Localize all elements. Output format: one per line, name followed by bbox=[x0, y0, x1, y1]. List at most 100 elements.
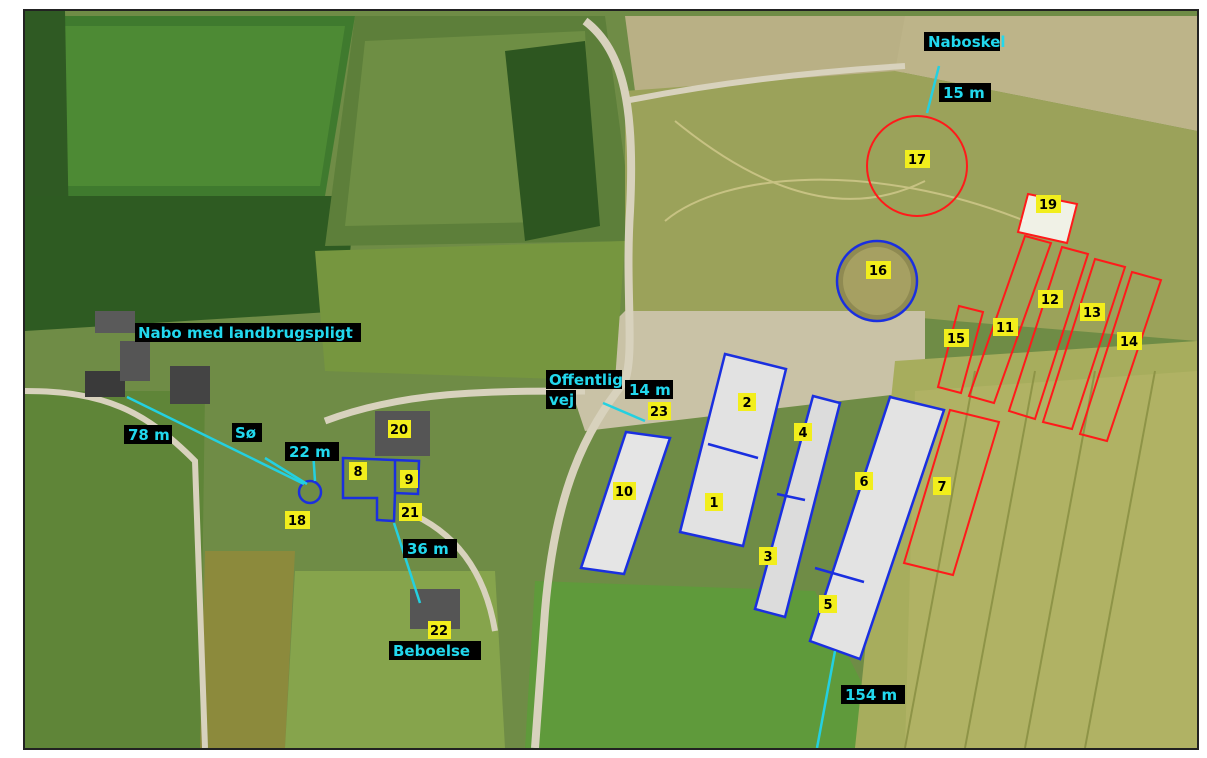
num-6-text: 6 bbox=[859, 475, 868, 490]
label-naboskel: Naboskel bbox=[924, 32, 1006, 51]
num-22-text: 22 bbox=[430, 624, 448, 639]
label-14m: 14 m bbox=[625, 380, 673, 399]
num-4: 4 bbox=[794, 423, 812, 441]
num-19: 19 bbox=[1036, 195, 1061, 213]
num-12-text: 12 bbox=[1041, 293, 1059, 308]
num-19-text: 19 bbox=[1039, 198, 1057, 213]
num-11: 11 bbox=[993, 318, 1018, 336]
label-22m: 22 m bbox=[285, 442, 339, 461]
planned-building-12[interactable] bbox=[1007, 245, 1090, 421]
num-15-text: 15 bbox=[947, 332, 965, 347]
num-6: 6 bbox=[855, 472, 873, 490]
existing-building-8-9[interactable] bbox=[341, 456, 421, 523]
existing-building-1-2-divider bbox=[707, 442, 759, 460]
label-36m-text: 36 m bbox=[407, 540, 449, 558]
num-20-text: 20 bbox=[390, 423, 408, 438]
label-so: Sø bbox=[232, 423, 262, 442]
label-so-text: Sø bbox=[235, 424, 256, 442]
planned-slurry-tank-17[interactable] bbox=[866, 115, 968, 217]
label-naboskel-text: Naboskel bbox=[928, 33, 1006, 51]
planned-building-13[interactable] bbox=[1041, 257, 1127, 431]
num-21: 21 bbox=[399, 503, 422, 521]
num-9-text: 9 bbox=[404, 473, 413, 488]
label-nabo: Nabo med landbrugspligt bbox=[135, 323, 361, 342]
num-13: 13 bbox=[1080, 303, 1105, 321]
num-15: 15 bbox=[944, 329, 969, 347]
line-154m bbox=[815, 650, 837, 748]
label-154m: 154 m bbox=[841, 685, 905, 704]
num-4-text: 4 bbox=[798, 426, 807, 441]
line-so-22m bbox=[264, 456, 308, 486]
num-3: 3 bbox=[759, 547, 777, 565]
label-offentlig: Offentlig bbox=[546, 370, 623, 389]
num-13-text: 13 bbox=[1083, 306, 1101, 321]
label-nabo-text: Nabo med landbrugspligt bbox=[138, 324, 353, 342]
existing-building-3-4-divider bbox=[776, 492, 806, 502]
annotation-labels: Naboskel 15 m Nabo med landbrugspligt 78… bbox=[124, 32, 1006, 704]
num-14: 14 bbox=[1117, 332, 1142, 350]
num-5: 5 bbox=[819, 595, 837, 613]
planned-building-7[interactable] bbox=[902, 408, 1001, 577]
num-10: 10 bbox=[613, 482, 636, 500]
num-9: 9 bbox=[400, 470, 418, 488]
planned-buildings bbox=[866, 115, 1163, 577]
building-number-labels: 1 2 3 4 5 6 7 8 9 10 11 12 13 14 15 16 1… bbox=[285, 150, 1142, 639]
num-8: 8 bbox=[349, 462, 367, 480]
num-16-text: 16 bbox=[869, 264, 887, 279]
num-18: 18 bbox=[285, 511, 310, 529]
num-22: 22 bbox=[428, 621, 451, 639]
num-17-text: 17 bbox=[908, 153, 926, 168]
label-36m: 36 m bbox=[403, 539, 457, 558]
label-vej: vej bbox=[546, 390, 576, 409]
num-23-text: 23 bbox=[650, 405, 668, 420]
label-78m: 78 m bbox=[124, 425, 172, 444]
label-22m-text: 22 m bbox=[289, 443, 331, 461]
num-14-text: 14 bbox=[1120, 335, 1138, 350]
num-2: 2 bbox=[738, 393, 756, 411]
num-11-text: 11 bbox=[996, 321, 1014, 336]
existing-building-5-6-divider bbox=[814, 566, 865, 584]
aerial-map[interactable]: Naboskel 15 m Nabo med landbrugspligt 78… bbox=[25, 11, 1197, 748]
num-7-text: 7 bbox=[937, 480, 946, 495]
num-18-text: 18 bbox=[288, 514, 306, 529]
map-frame: Naboskel 15 m Nabo med landbrugspligt 78… bbox=[23, 9, 1199, 750]
num-20: 20 bbox=[388, 420, 411, 438]
planned-building-14[interactable] bbox=[1078, 270, 1163, 443]
line-offentlig-vej bbox=[602, 401, 646, 423]
label-beboelse-text: Beboelse bbox=[393, 642, 470, 660]
num-1: 1 bbox=[705, 493, 723, 511]
label-offentlig-text: Offentlig bbox=[549, 371, 623, 389]
num-8-text: 8 bbox=[353, 465, 362, 480]
planned-building-15[interactable] bbox=[936, 304, 985, 395]
num-21-text: 21 bbox=[401, 506, 419, 521]
planned-building-11[interactable] bbox=[967, 234, 1053, 405]
existing-building-5-6[interactable] bbox=[808, 395, 946, 661]
label-15m-text: 15 m bbox=[943, 84, 985, 102]
existing-slurry-tank-16[interactable] bbox=[835, 239, 919, 323]
label-14m-text: 14 m bbox=[629, 381, 671, 399]
num-12: 12 bbox=[1038, 290, 1063, 308]
num-5-text: 5 bbox=[823, 598, 832, 613]
num-16: 16 bbox=[866, 261, 891, 279]
line-beboelse-36m bbox=[392, 522, 422, 604]
existing-building-10[interactable] bbox=[579, 430, 672, 576]
existing-building-3-4[interactable] bbox=[753, 394, 842, 619]
label-78m-text: 78 m bbox=[128, 426, 170, 444]
num-3-text: 3 bbox=[763, 550, 772, 565]
existing-pond-18[interactable] bbox=[297, 479, 323, 505]
existing-buildings bbox=[297, 239, 946, 661]
num-23: 23 bbox=[648, 402, 671, 420]
label-154m-text: 154 m bbox=[845, 686, 897, 704]
num-2-text: 2 bbox=[742, 396, 751, 411]
label-beboelse: Beboelse bbox=[389, 641, 481, 660]
existing-building-1-2[interactable] bbox=[678, 352, 788, 548]
label-15m: 15 m bbox=[939, 83, 991, 102]
num-10-text: 10 bbox=[615, 485, 633, 500]
num-17: 17 bbox=[905, 150, 930, 168]
distance-lines bbox=[126, 65, 941, 748]
line-nabo-78m bbox=[126, 395, 305, 486]
num-1-text: 1 bbox=[709, 496, 718, 511]
num-7: 7 bbox=[933, 477, 951, 495]
label-vej-text: vej bbox=[549, 391, 574, 409]
aerial-background bbox=[25, 11, 1197, 748]
